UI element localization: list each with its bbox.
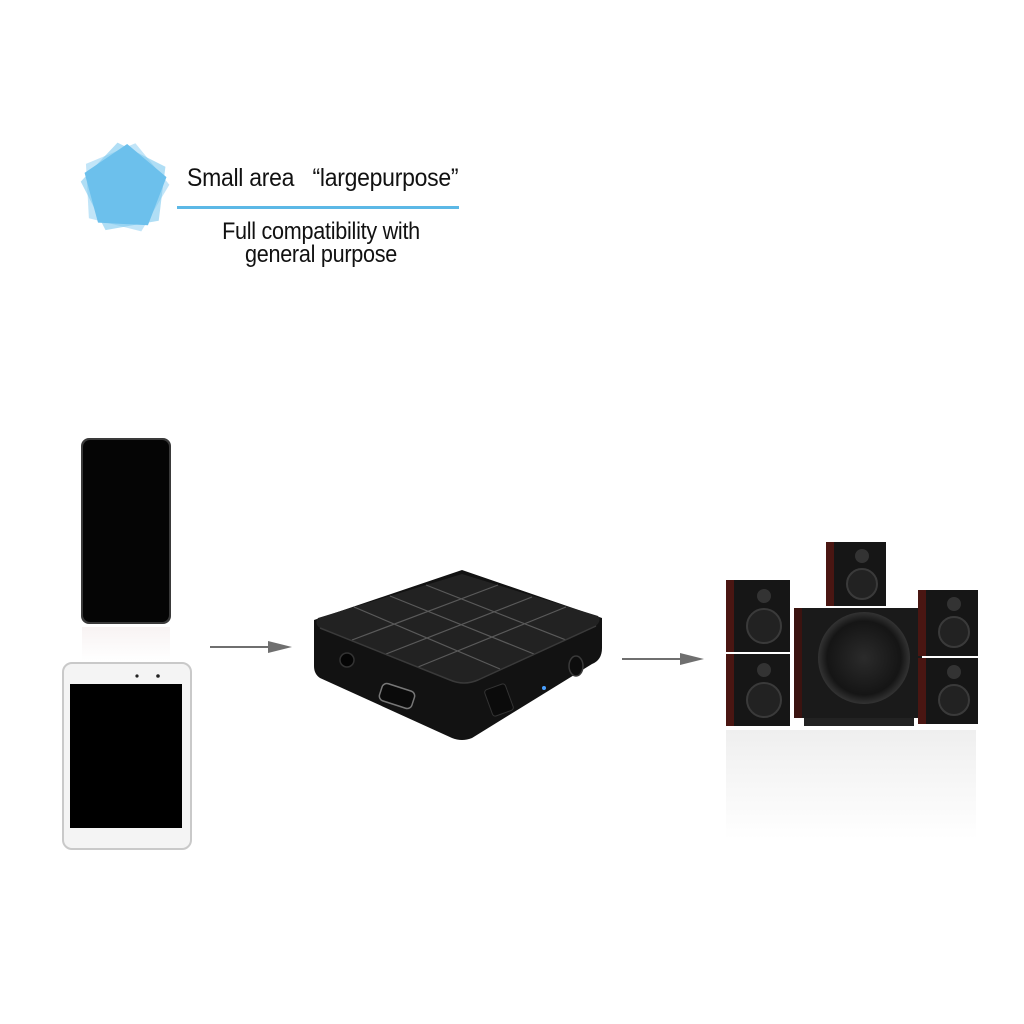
pentagon-badge-icon: [78, 138, 172, 232]
divider-line: [177, 206, 459, 209]
subheadline-line-2: general purpose: [244, 241, 398, 268]
phone-reflection: [82, 627, 170, 661]
subheadline: Full compatibility with general purpose: [194, 218, 448, 268]
arrow-right-icon: [210, 640, 292, 653]
tablet-icon: [62, 662, 192, 850]
subheadline-line-1: Full compatibility with: [222, 218, 420, 245]
adapter-box-icon: [312, 570, 604, 740]
arrow-right-icon: [622, 652, 704, 665]
smartphone-icon: [80, 437, 172, 625]
headline: Small area “largepurpose”: [187, 164, 459, 192]
speaker-system-icon: [722, 540, 982, 840]
